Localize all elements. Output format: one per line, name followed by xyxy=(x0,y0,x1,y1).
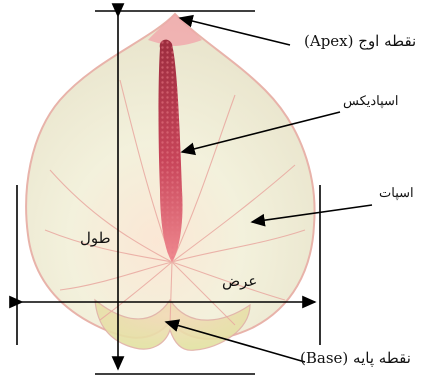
length-label: طول xyxy=(80,231,111,246)
width-label: عرض xyxy=(222,274,257,289)
apex-label: نقطه اوج (Apex) xyxy=(304,34,416,49)
spadix-label: اسپادیکس xyxy=(343,95,399,108)
spathe-label: اسپات xyxy=(379,187,414,200)
base-label: نقطه پایه (Base) xyxy=(300,351,411,366)
